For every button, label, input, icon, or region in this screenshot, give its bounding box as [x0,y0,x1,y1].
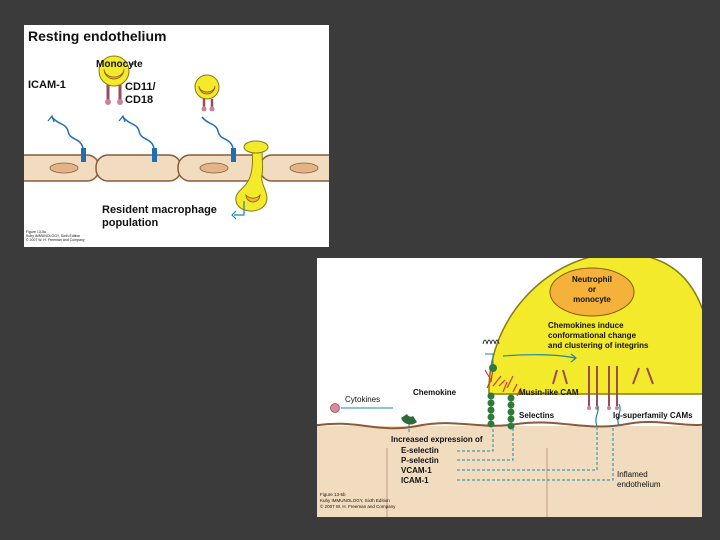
panel-b-caption-line-1: Figure 13-5b [320,492,346,497]
inflamed-endothelium-panel: Neutrophil or monocyte Chemokines induce… [317,258,702,517]
integrin-note-line-1: Chemokines induce [548,321,624,330]
icam-1-molecules [47,114,236,162]
mucin-like-cam-label: Musin-like CAM [519,388,579,397]
expression-item-e-selectin: E-selectin [401,446,439,455]
signal-arrow [502,354,576,359]
resident-macrophage [235,140,269,212]
panel-b-caption-line-3: © 2007 W. H. Freeman and Company [320,503,396,509]
resting-endothelium-panel: Resting endothelium [24,25,329,247]
signal-arrowhead [570,353,577,363]
inflamed-endothelium-layer [317,421,702,517]
chemokine-receptor [482,339,500,345]
mucin-like-cam-beads [487,392,515,430]
selectins-label: Selectins [519,411,555,420]
chemokine-label: Chemokine [413,388,457,397]
chemokine-arrow [485,353,494,364]
resting-endothelium-diagram: Resting endothelium [24,28,329,242]
ig-superfamily-cams-label: Ig-superfamily CAMs [613,411,693,420]
icam-1-label: ICAM-1 [28,79,66,91]
cd18-label: CD18 [125,94,153,106]
panel-b-caption-line-2: Kuby IMMUNOLOGY, Sixth Edition [320,498,390,503]
neutrophil-or-monocyte-cell [488,258,702,395]
inflamed-endothelium-label-line-1: Inflamed [617,470,648,479]
expression-arrows [408,424,614,481]
cytokines-label: Cytokines [345,395,380,404]
integrins [552,366,654,410]
endothelial-cell-layer [24,154,329,182]
panel-a-caption-line-2: Kuby IMMUNOLOGY, Sixth Edition [26,234,80,238]
expression-item-icam-1: ICAM-1 [401,476,429,485]
chemokine-icon [489,364,497,372]
panel-a-caption-line-1: Figure 13-5a [26,230,46,234]
cytokine-icon [330,403,340,413]
panel-a-title: Resting endothelium [28,28,166,44]
cd11-label: CD11/ [125,81,156,93]
resident-macrophage-label-line-2: population [102,217,158,229]
expression-item-p-selectin: P-selectin [401,456,439,465]
expression-title: Increased expression of [391,435,483,444]
monocyte-label: Monocyte [96,59,143,70]
panel-a-caption-line-3: © 2007 W. H. Freeman and Company [26,238,85,242]
neutrophil-label-line-2: or [588,285,596,294]
cytokine-receptor-icon [401,414,417,425]
ig-superfamily-cams [595,403,621,427]
mucin-like-cam-carbohydrates [484,367,522,397]
inflamed-endothelium-label-line-2: endothelium [617,480,661,489]
neutrophil-label-line-1: Neutrophil [572,275,612,284]
integrin-note-line-3: and clustering of integrins [548,341,649,350]
expression-item-vcam-1: VCAM-1 [401,466,432,475]
inflamed-endothelium-diagram: Neutrophil or monocyte Chemokines induce… [317,258,702,517]
integrin-note-line-2: conformational change [548,331,637,340]
neutrophil-label-line-3: monocyte [573,295,611,304]
resident-macrophage-label-line-1: Resident macrophage [102,204,217,216]
monocyte-cells [98,55,220,112]
migration-arrow [231,201,245,220]
